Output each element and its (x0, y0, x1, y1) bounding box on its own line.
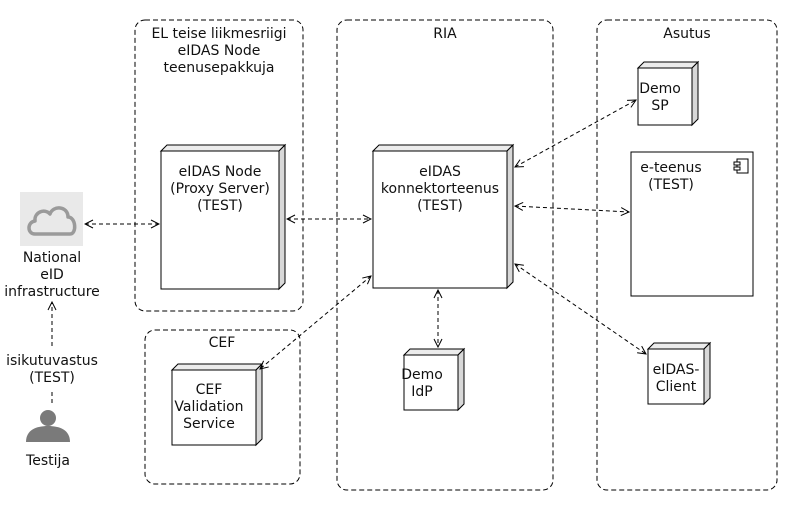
node-cef-validation-label-3: Service (183, 416, 235, 432)
link-user-to-eid-label-2: (TEST) (29, 370, 75, 386)
component-icon (733, 158, 749, 174)
node-demo-idp-label-1: Demo (401, 367, 443, 383)
node-eidas-client: eIDAS- Client (646, 341, 712, 406)
node-eidas-node-label-3: (TEST) (197, 198, 243, 214)
node-e-teenus-label-1: e-teenus (640, 160, 701, 176)
group-cef: CEF (144, 329, 301, 485)
node-connector: eIDAS konnektorteenus (TEST) (371, 143, 515, 290)
group-ria-title: RIA (433, 26, 457, 42)
group-eu-provider: EL teise liikmesriigi eIDAS Node teenuse… (134, 19, 304, 312)
node-eidas-node: eIDAS Node (Proxy Server) (TEST) (159, 143, 287, 291)
node-cef-validation-label-1: CEF (196, 382, 223, 398)
node-cef-validation-label-2: Validation (174, 399, 243, 415)
node-connector-label-1: eIDAS (419, 164, 461, 180)
group-eu-provider-title-3: teenusepakkuja (164, 60, 275, 76)
link-user-to-eid-label-1: isikutuvastus (6, 353, 98, 369)
link-user-to-eid: isikutuvastus (TEST) (6, 302, 98, 405)
node-demo-sp: Demo SP (636, 60, 700, 127)
link-connector-demo-sp (515, 100, 636, 167)
external-national-eid-label-2: eID (40, 267, 64, 283)
group-asutus-title: Asutus (663, 26, 710, 42)
node-e-teenus: e-teenus (TEST) (630, 151, 754, 297)
cloud-icon (27, 206, 77, 236)
node-connector-label-3: (TEST) (417, 198, 463, 214)
external-testija-label: Testija (25, 453, 70, 469)
user-icon (26, 410, 70, 442)
node-demo-sp-label-1: Demo (639, 81, 681, 97)
node-connector-label-2: konnektorteenus (381, 181, 499, 197)
node-eidas-client-label-2: Client (656, 379, 697, 395)
group-eu-provider-title-1: EL teise liikmesriigi (151, 26, 286, 42)
link-connector-cef-validation (260, 276, 371, 369)
external-national-eid: National eID infrastructure (4, 192, 100, 300)
node-demo-idp-label-2: IdP (411, 384, 432, 400)
group-asutus: Asutus (596, 19, 778, 491)
link-connector-e-teenus (515, 206, 629, 212)
node-e-teenus-label-2: (TEST) (648, 177, 694, 193)
group-ria: RIA (336, 19, 554, 491)
node-cef-validation: CEF Validation Service (170, 362, 264, 447)
group-cef-title: CEF (209, 335, 236, 351)
node-eidas-client-label-1: eIDAS- (653, 362, 700, 378)
node-eidas-node-label-1: eIDAS Node (179, 164, 262, 180)
external-testija: Testija (25, 410, 70, 469)
external-national-eid-label-1: National (23, 250, 81, 266)
node-eidas-node-label-2: (Proxy Server) (170, 181, 270, 197)
node-demo-idp: Demo IdP (401, 347, 466, 412)
group-eu-provider-title-2: eIDAS Node (178, 43, 261, 59)
node-demo-sp-label-2: SP (651, 98, 668, 114)
external-national-eid-label-3: infrastructure (4, 284, 100, 300)
link-connector-eidas-client (515, 264, 646, 354)
